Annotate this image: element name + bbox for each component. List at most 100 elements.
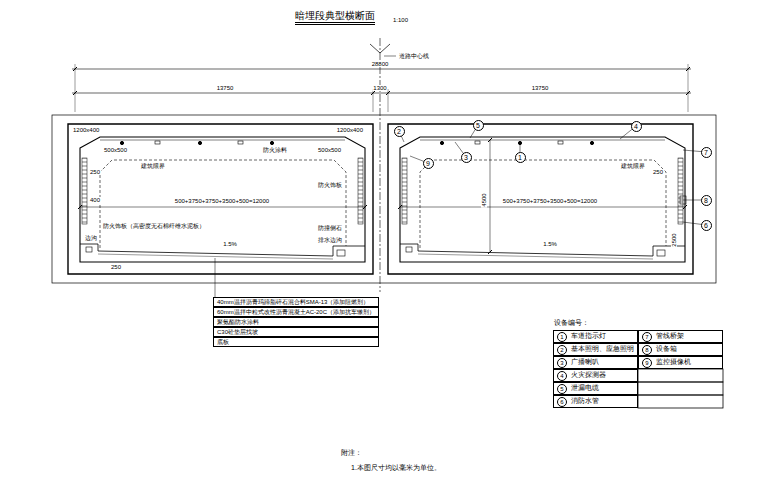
slope-label: 1.5% [542,241,558,247]
table-heading: 设备编号： [553,319,590,326]
dimension-line [490,140,491,252]
table-cell [638,395,723,408]
equipment-table-cell: 1车道指示灯 [553,330,638,343]
callout-number: 6 [704,222,708,229]
pavement-layer-row: C30砼垫层找坡 [213,327,379,337]
dimension-tick [488,138,492,254]
dimension: 1200x400 [336,127,364,133]
dimension-line [72,69,691,70]
callout-number: 5 [557,384,567,394]
layer-text: C30砼垫层找坡 [217,329,258,335]
dimension: 13750 [216,85,235,91]
dimension-line [72,93,691,94]
fire-board [82,158,87,224]
part-label: 防火饰板 [317,182,343,188]
equipment-table-cell: 4火灾探测器 [553,369,638,382]
callout-number: 5 [476,122,480,129]
part-label: 防火饰板（高密度无石棉纤维水泥板） [102,223,206,229]
lamp [270,141,273,144]
equipment-table-cell: 8 设备箱 [638,343,723,356]
tunnel-tube [388,124,693,274]
center-line [380,38,381,292]
section-frame [52,115,716,283]
dimension: 250 [652,169,664,175]
pavement-layer-row: 40mm温拌沥青玛蹄脂碎石混合料SMA-13（添加阻燃剂） [213,297,379,307]
dimension: 250 [110,264,122,270]
callout-number: 3 [461,152,472,163]
note-heading: 附注： [340,449,363,456]
equipment-table-cell: 5 泄漏电缆 [553,382,638,395]
equipment-name: 泄漏电缆 [571,385,599,392]
drain-ditch [86,247,92,252]
pavement-layer-row: 聚氨酯防水涂料 [213,317,379,327]
callout-number: 4 [634,123,638,130]
dimension: 4500 [481,192,487,207]
lamp [120,141,123,144]
tube-outer-wall [68,124,373,274]
callout-number: 6 [557,397,567,407]
speaker [155,141,160,144]
callout-number: 1 [518,154,522,161]
equipment-table-cell: 6 消防水管 [553,395,638,408]
dimension: 1200x400 [72,127,100,133]
slope-label: 1.5% [222,241,238,247]
equipment-name: 设备箱 [656,346,677,353]
centerline-label: 道路中心线 [398,53,430,59]
equipment-table-cell: 3 广播喇叭 [553,356,638,369]
tube-inner-wall [80,137,365,262]
callout-number: 4 [631,121,642,132]
dimension: 500+3750+3750+3500+500=12000 [502,198,598,204]
callout-number: 7 [701,147,712,158]
callout-number: 7 [704,149,708,156]
equipment-box [680,196,686,204]
callout-number: 2 [557,345,567,355]
callout-number: 8 [704,197,708,204]
lamp [198,141,201,144]
dimension: 28800 [371,61,390,67]
ceiling-board [100,140,345,141]
pavement-layer-row: 60mm温拌中粒式改性沥青混凝土AC-20C（添加抗车辙剂） [213,307,379,317]
callout-number: 3 [464,154,468,161]
equipment-name: 广播喇叭 [571,359,599,366]
note-text: 1.本图尺寸均以毫米为单位。 [350,464,442,471]
callout-number: 9 [642,358,652,368]
callout-number: 2 [397,128,401,135]
dimension-tick [78,205,367,209]
pavement-layer-row: 底板 [213,337,379,347]
table-cell [638,369,723,382]
dimension: 500+3750+3750+3500+500=12000 [174,198,270,204]
dimension: 250 [89,169,101,175]
layer-text: 聚氨酯防水涂料 [217,319,259,325]
callout-number: 3 [557,358,567,368]
dimension: 500x500 [317,147,342,153]
equipment-name: 监控摄像机 [656,359,691,366]
part-label: 建筑限界 [620,163,646,169]
callout-number: 2 [394,126,405,137]
equipment-name: 车道指示灯 [571,333,606,340]
scale-note: 1:100 [392,17,409,23]
clearance-line [100,160,346,248]
equipment-name: 消防水管 [571,398,599,405]
speaker [238,141,243,144]
tunnel-tube [68,124,373,274]
callout-number: 8 [701,195,712,206]
layer-text: 60mm温拌中粒式改性沥青混凝土AC-20C（添加抗车辙剂） [217,309,375,315]
fire-board [358,158,363,224]
part-label: 建筑限界 [140,163,166,169]
callout-number: 8 [642,345,652,355]
layer-text: 底板 [217,339,229,345]
equipment-table-cell: 2基本照明、应急照明 [553,343,638,356]
dimension: 1300 [372,85,387,91]
dimension: 13750 [531,85,550,91]
callout-number: 5 [473,120,484,131]
part-label: 防撞侧石 [317,225,343,231]
callout-number: 4 [557,371,567,381]
pavement-layer [98,254,333,259]
drain-ditch [337,250,345,256]
callout-number: 1 [515,152,526,163]
leader-line [215,258,216,297]
part-label: 排水边沟 [317,237,343,243]
layer-text: 40mm温拌沥青玛蹄脂碎石混合料SMA-13（添加阻燃剂） [217,299,369,305]
